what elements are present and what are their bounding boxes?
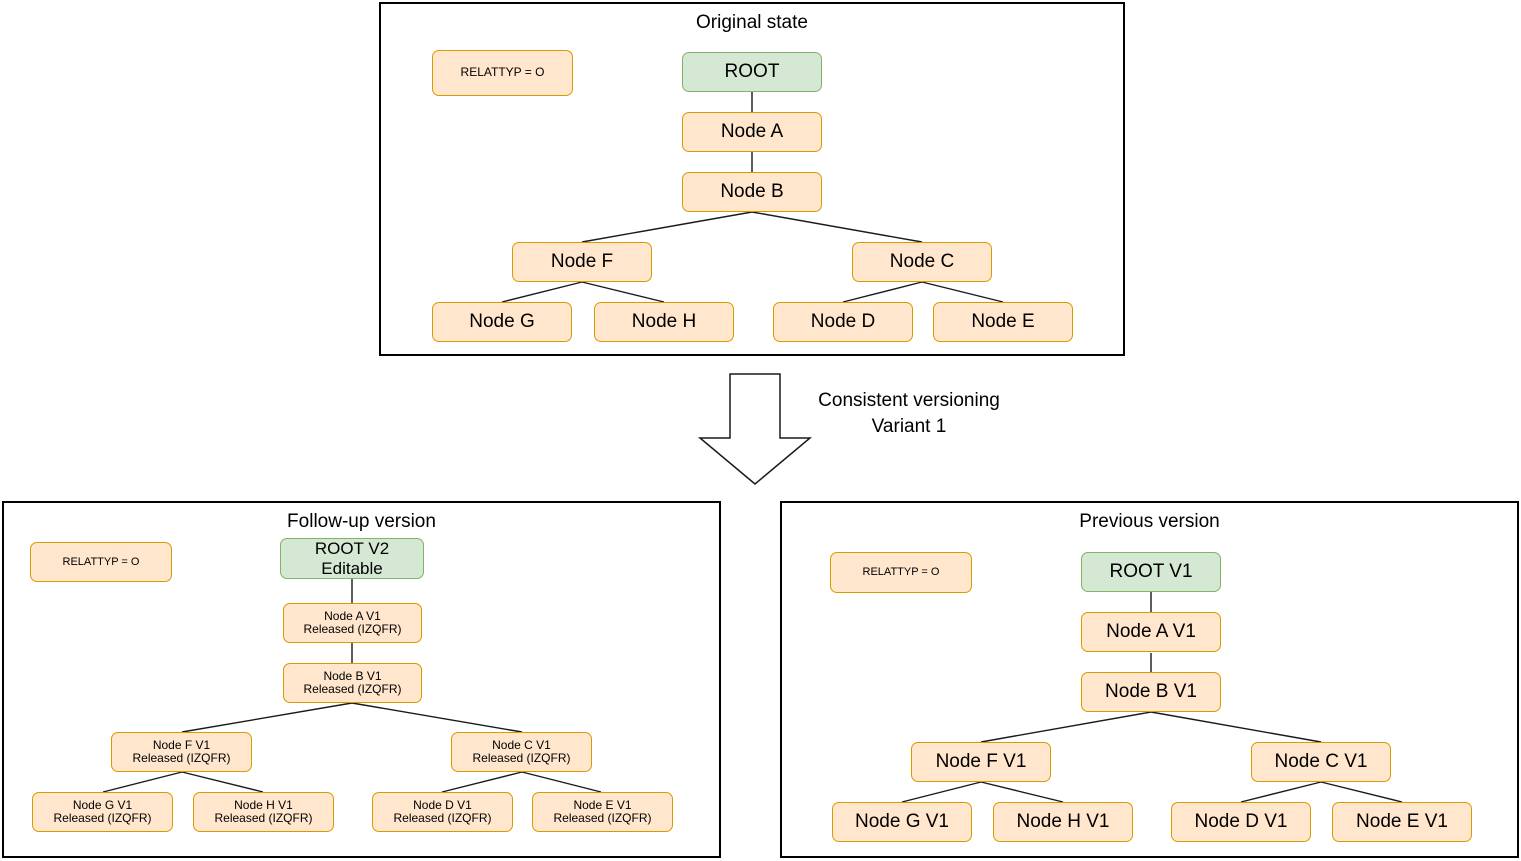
node-root-followup[interactable]: ROOT V2 Editable [280,538,424,579]
node-d-previous[interactable]: Node D V1 [1171,802,1311,842]
node-label-line1: Node E V1 [573,797,632,812]
transition-arrow-wrap [697,372,813,486]
transition-label-line1: Consistent versioning [818,390,1000,411]
node-label-line2: Released (IZQFR) [214,811,313,825]
node-label: Node A [720,121,784,143]
node-label: Node B V1 [1105,681,1197,703]
transition-label: Consistent versioning Variant 1 [806,388,1012,439]
node-e-previous[interactable]: Node E V1 [1332,802,1472,842]
node-label: Node C [889,251,955,273]
node-f-followup[interactable]: Node F V1 Released (IZQFR) [111,732,252,772]
node-label: Node H V1 [1016,811,1110,833]
panel-original-title: Original state [696,12,808,33]
node-d-original[interactable]: Node D [773,302,913,342]
node-g-original[interactable]: Node G [432,302,572,342]
node-f-original[interactable]: Node F [512,242,652,282]
node-label: Node A V1 [1106,621,1196,643]
legend-relattyp-original: RELATTYP = O [432,50,573,96]
node-label: Node G [469,311,535,333]
down-arrow-icon [697,373,813,485]
node-a-followup[interactable]: Node A V1 Released (IZQFR) [283,603,422,643]
node-e-original[interactable]: Node E [933,302,1073,342]
node-label-line1: Node C V1 [492,737,551,752]
node-h-original[interactable]: Node H [594,302,734,342]
node-label: ROOT V1 [1109,561,1193,583]
panel-previous-title: Previous version [1079,511,1220,532]
node-label-line1: Node H V1 [234,797,293,812]
node-b-followup[interactable]: Node B V1 Released (IZQFR) [283,663,422,703]
node-label-line2: Released (IZQFR) [553,811,652,825]
legend-label: RELATTYP = O [62,555,140,568]
node-f-previous[interactable]: Node F V1 [911,742,1051,782]
legend-label: RELATTYP = O [460,65,545,80]
node-a-previous[interactable]: Node A V1 [1081,612,1221,652]
node-b-original[interactable]: Node B [682,172,822,212]
node-g-followup[interactable]: Node G V1 Released (IZQFR) [32,792,173,832]
node-label: Node E [971,311,1035,333]
node-label: Node C V1 [1274,751,1368,773]
node-label-line2: Released (IZQFR) [393,811,492,825]
node-label: Node D V1 [1194,811,1288,833]
node-label-line1: Node F V1 [152,737,211,752]
legend-label: RELATTYP = O [862,566,940,579]
panel-original-state: Original state RELATTYP = O ROOT Node A [379,2,1125,356]
node-label-line2: Released (IZQFR) [132,751,231,765]
legend-relattyp-previous: RELATTYP = O [830,552,972,593]
panel-previous-version: Previous version RELATTYP = O ROOT V1 No… [780,501,1519,858]
node-c-previous[interactable]: Node C V1 [1251,742,1391,782]
node-label: Node G V1 [855,811,949,833]
node-d-followup[interactable]: Node D V1 Released (IZQFR) [372,792,513,832]
node-label-line1: Node D V1 [413,797,472,812]
transition-label-line2: Variant 1 [871,415,947,437]
node-h-previous[interactable]: Node H V1 [993,802,1133,842]
node-label: Node F [550,251,614,273]
node-h-followup[interactable]: Node H V1 Released (IZQFR) [193,792,334,832]
legend-relattyp-followup: RELATTYP = O [30,542,172,582]
node-root-original[interactable]: ROOT [682,52,822,92]
node-label: Node F V1 [935,751,1027,773]
node-label: Node B [720,181,784,203]
node-a-original[interactable]: Node A [682,112,822,152]
node-c-original[interactable]: Node C [852,242,992,282]
node-label-line2: Released (IZQFR) [303,622,402,636]
node-label-line1: Node B V1 [323,668,382,683]
node-label: Node D [810,311,876,333]
node-label: Node H [631,311,697,333]
node-label-line1: ROOT V2 [314,539,390,559]
node-root-previous[interactable]: ROOT V1 [1081,552,1221,592]
node-label-line2: Editable [321,558,383,578]
node-b-previous[interactable]: Node B V1 [1081,672,1221,712]
node-label-line1: Node A V1 [324,608,381,623]
node-label-line2: Released (IZQFR) [53,811,152,825]
node-g-previous[interactable]: Node G V1 [832,802,972,842]
panel-followup-title: Follow-up version [287,511,436,532]
node-label-line2: Released (IZQFR) [472,751,571,765]
node-label-line1: Node G V1 [72,797,133,812]
node-e-followup[interactable]: Node E V1 Released (IZQFR) [532,792,673,832]
node-c-followup[interactable]: Node C V1 Released (IZQFR) [451,732,592,772]
node-label: Node E V1 [1356,811,1448,833]
node-label: ROOT [724,61,780,83]
node-label-line2: Released (IZQFR) [303,682,402,696]
panel-followup-version: Follow-up version RELATTYP = O ROOT V2 E… [2,501,721,858]
